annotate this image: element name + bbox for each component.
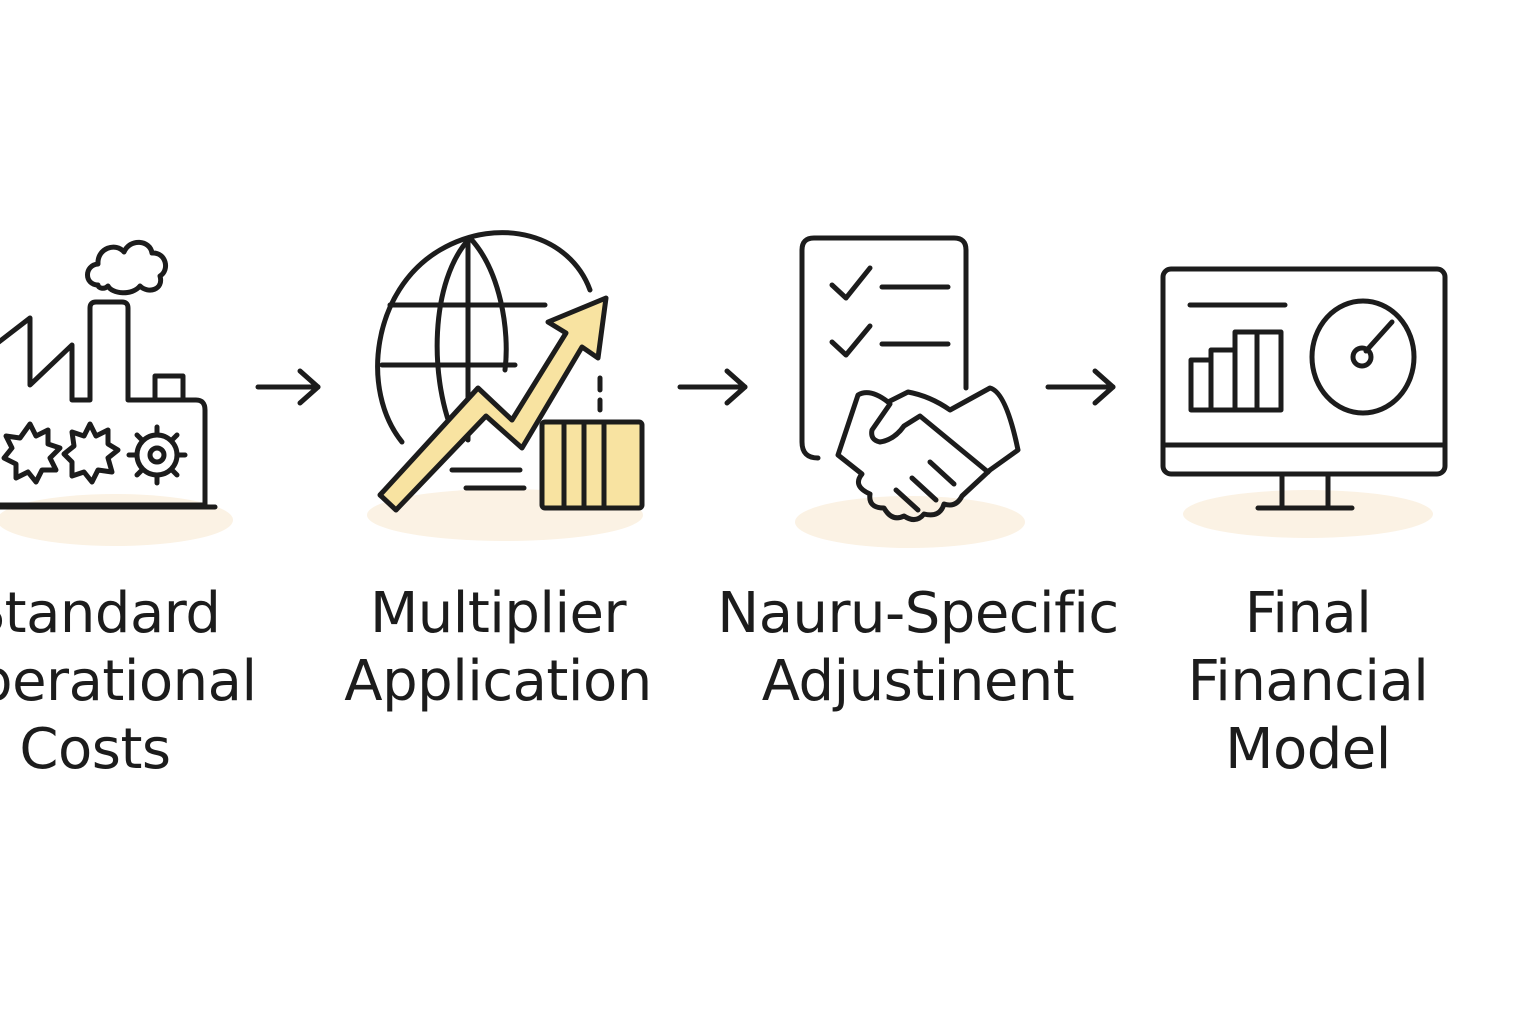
- handshake-shadow: [795, 496, 1025, 548]
- monitor-dashboard-icon: [1160, 266, 1448, 538]
- checklist-document: [799, 235, 969, 461]
- globe-growth-icon: [367, 230, 645, 541]
- label-line: Adjustinent: [761, 649, 1075, 714]
- check-icon: [829, 323, 873, 358]
- monitor-shadow: [1183, 490, 1433, 538]
- label-line: Financial: [1187, 649, 1429, 714]
- bar-block: [539, 419, 645, 511]
- label-line: Operational: [0, 649, 257, 714]
- gear-icon: [61, 421, 121, 485]
- bar-chart-bar: [1208, 347, 1238, 413]
- arrow-right-icon: [677, 368, 748, 406]
- label-line: Application: [344, 649, 652, 714]
- factory-building: [0, 299, 208, 508]
- globe-meridian: [434, 235, 473, 443]
- label-line: Nauru-Specific: [717, 581, 1119, 646]
- bar-chart-bar: [1254, 329, 1284, 413]
- step-label-nauru-specific-adjustment: Nauru-Specific Adjustinent: [708, 580, 1128, 716]
- growth-arrow: [377, 295, 609, 513]
- factory-vent: [152, 373, 186, 403]
- arrow-right-icon: [1045, 368, 1116, 406]
- check-icon: [829, 265, 873, 301]
- gauge-hub: [1350, 345, 1374, 369]
- globe-meridian: [467, 235, 509, 373]
- globe-outline: [375, 230, 593, 445]
- factory-icon: [0, 239, 233, 546]
- checklist-handshake-icon: [795, 235, 1025, 548]
- gear-icon: [1, 421, 63, 485]
- bar-chart-bar: [1188, 357, 1214, 413]
- handshake-icon: [835, 385, 1021, 522]
- bar-chart-bar: [1232, 329, 1260, 413]
- step-label-multiplier-application: Multiplier Application: [288, 580, 708, 716]
- step-label-final-financial-model: Final Financial Model: [1098, 580, 1518, 784]
- label-line: Standard: [0, 581, 221, 646]
- monitor-stand: [1255, 473, 1355, 511]
- arrow-right-icon: [255, 368, 321, 406]
- factory-shadow: [0, 494, 233, 546]
- monitor-screen: [1160, 266, 1448, 477]
- label-line: Costs: [19, 717, 171, 782]
- gauge-needle: [1363, 319, 1395, 354]
- smoke-cloud: [85, 239, 169, 296]
- step-label-standard-operational-costs: Standard Operational Costs: [0, 580, 305, 784]
- gear-icon: [126, 424, 188, 486]
- gauge-dial: [1309, 298, 1417, 416]
- label-line: Model: [1225, 717, 1391, 782]
- label-line: Final: [1244, 581, 1372, 646]
- label-line: Multiplier: [369, 581, 627, 646]
